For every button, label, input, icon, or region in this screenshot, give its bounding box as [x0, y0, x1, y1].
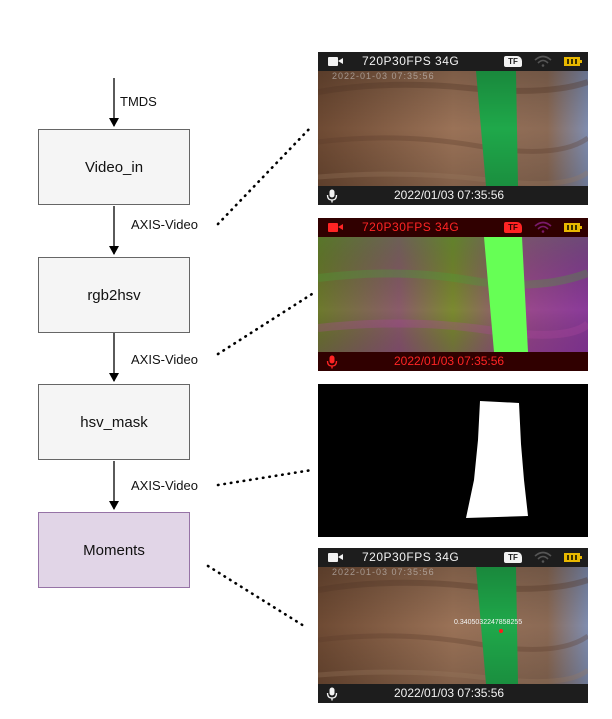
wifi-icon [534, 55, 552, 67]
camera-icon [328, 552, 343, 563]
camera-footer-bar: 2022/01/03 07:35:56 [318, 684, 588, 703]
dotted-link-2 [216, 292, 314, 356]
wifi-icon [534, 551, 552, 563]
video-frame-original: 2022-01-03 07:35:56 720P30FPS 34G TF 202… [318, 52, 588, 205]
mask-blob [466, 401, 528, 518]
microphone-icon [326, 355, 338, 369]
tmds-label: TMDS [120, 94, 157, 109]
camera-icon [328, 56, 343, 67]
video-frame-hsv: 720P30FPS 34G TF 2022/01/03 07:35:56 [318, 218, 588, 371]
axis-video-label-2: AXIS-Video [131, 352, 198, 367]
camera-footer-bar: 2022/01/03 07:35:56 [318, 186, 588, 205]
resolution-label: 720P30FPS 34G [362, 54, 460, 68]
video-frame-mask [318, 384, 588, 537]
video-in-block: Video_in [38, 129, 190, 205]
battery-icon [564, 553, 582, 562]
frame-image [318, 548, 588, 703]
tf-card-icon: TF [504, 56, 522, 67]
axis-video-label-3: AXIS-Video [131, 478, 198, 493]
resolution-label: 720P30FPS 34G [362, 220, 460, 234]
axis-video-label-1: AXIS-Video [131, 217, 198, 232]
frame-image [318, 52, 588, 205]
camera-status-bar: 720P30FPS 34G TF [318, 548, 588, 567]
moment-value-label: 0.3405032247858255 [454, 619, 523, 626]
microphone-icon [326, 687, 338, 701]
hsv-mask-block: hsv_mask [38, 384, 190, 460]
camera-footer-bar: 2022/01/03 07:35:56 [318, 352, 588, 371]
battery-icon [564, 223, 582, 232]
dotted-link-3 [216, 468, 314, 487]
footer-datetime: 2022/01/03 07:35:56 [394, 354, 505, 368]
camera-icon [328, 222, 343, 233]
battery-icon [564, 57, 582, 66]
footer-datetime: 2022/01/03 07:35:56 [394, 686, 505, 700]
centroid-marker [499, 629, 503, 633]
hsv-green-stripe [484, 237, 528, 352]
footer-datetime: 2022/01/03 07:35:56 [394, 188, 505, 202]
overlay-timestamp: 2022-01-03 07:35:56 [332, 567, 435, 577]
rgb2hsv-block: rgb2hsv [38, 257, 190, 333]
tf-card-icon: TF [504, 552, 522, 563]
overlay-timestamp: 2022-01-03 07:35:56 [332, 71, 435, 81]
frame-image [318, 384, 588, 537]
dotted-link-1 [216, 124, 314, 226]
microphone-icon [326, 189, 338, 203]
dotted-link-4 [206, 564, 306, 628]
moments-block: Moments [38, 512, 190, 588]
resolution-label: 720P30FPS 34G [362, 550, 460, 564]
video-frame-moments: 2022-01-03 07:35:56 0.3405032247858255 7… [318, 548, 588, 703]
frame-image [318, 218, 588, 371]
camera-status-bar: 720P30FPS 34G TF [318, 52, 588, 71]
wifi-icon [534, 221, 552, 233]
camera-status-bar: 720P30FPS 34G TF [318, 218, 588, 237]
tf-card-icon: TF [504, 222, 522, 233]
